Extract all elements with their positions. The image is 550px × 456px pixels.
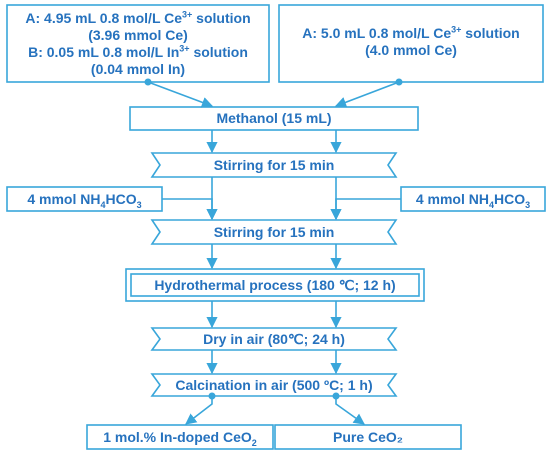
box-solution-pure — [278, 4, 544, 83]
stirring-2-text: Stirring for 15 min — [213, 223, 335, 240]
junction-dot-doped — [144, 78, 152, 86]
box-dry — [150, 327, 398, 351]
solution-doped-line3: B: 0.05 mL 0.8 mol/L In3+ solution — [28, 42, 248, 60]
arrow-nh4hco3-right — [330, 198, 401, 221]
box-hydrothermal-inner — [130, 273, 420, 297]
solution-pure-line1: A: 5.0 mL 0.8 mol/L Ce3+ solution — [302, 24, 520, 41]
nh4hco3-right-text: 4 mmol NH4HCO3 — [415, 190, 531, 210]
dry-text: Dry in air (80℃; 24 h) — [203, 330, 345, 347]
box-methanol — [129, 106, 419, 131]
calcination-text: Calcination in air (500 ºC; 1 h) — [175, 376, 373, 393]
methanol-text: Methanol (15 mL) — [216, 110, 332, 126]
arrow-pure-to-methanol — [334, 81, 400, 108]
box-stirring-2 — [150, 219, 398, 245]
junction-dot-calc-left — [208, 392, 216, 400]
box-product-doped — [86, 424, 274, 450]
solution-doped-line1: A: 4.95 mL 0.8 mol/L Ce3+ solution — [25, 8, 251, 26]
solution-doped-text: A: 4.95 mL 0.8 mol/L Ce3+ solution (3.96… — [7, 5, 269, 82]
arrow-calc-to-doped — [185, 396, 213, 425]
box-product-pure — [274, 424, 462, 450]
solution-doped-line2: (3.96 mmol Ce) — [88, 26, 188, 43]
stirring-1-text: Stirring for 15 min — [213, 156, 335, 173]
product-pure-text: Pure CeO₂ — [332, 428, 404, 445]
solution-pure-line2: (4.0 mmol Ce) — [365, 42, 457, 58]
box-stirring-1 — [150, 152, 398, 178]
product-doped-text: 1 mol.% In-doped CeO2 — [103, 428, 257, 448]
arrow-calc-to-pure — [335, 396, 365, 425]
solution-pure-text: A: 5.0 mL 0.8 mol/L Ce3+ solution (4.0 m… — [279, 5, 543, 82]
box-solution-doped — [6, 4, 270, 83]
junction-dot-calc-right — [332, 392, 340, 400]
box-hydrothermal-outer — [125, 268, 425, 302]
arrow-doped-to-methanol — [147, 81, 214, 108]
arrow-nh4hco3-left — [162, 198, 218, 221]
solution-doped-line4: (0.04 mmol In) — [90, 60, 186, 77]
hydrothermal-text: Hydrothermal process (180 ℃; 12 h) — [154, 276, 396, 293]
junction-dot-pure — [395, 78, 403, 86]
nh4hco3-left-text: 4 mmol NH4HCO3 — [27, 190, 142, 210]
box-calcination — [150, 373, 398, 397]
